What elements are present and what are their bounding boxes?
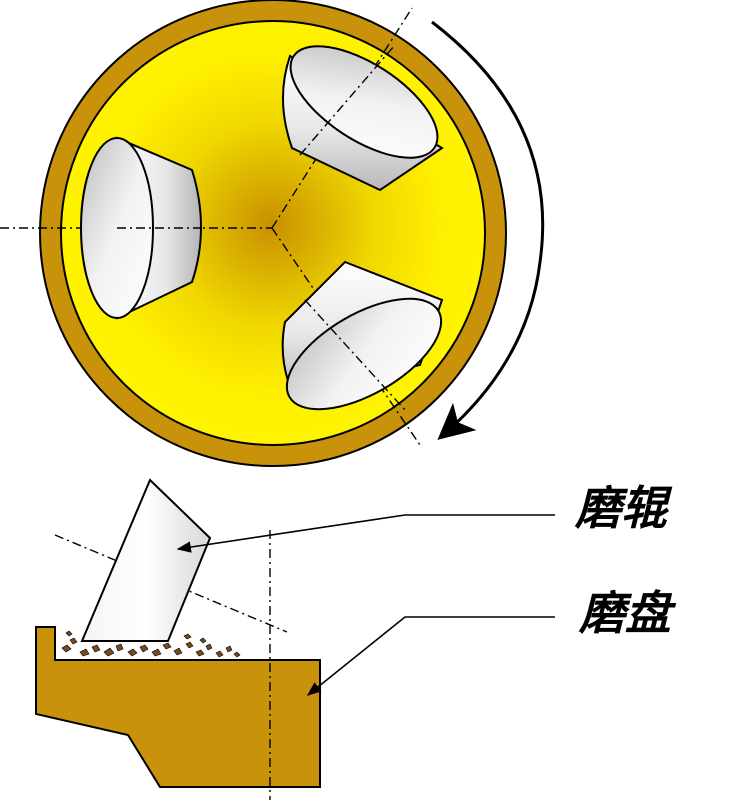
side-center-lines	[54, 530, 288, 800]
clockwise-rotation-arrow-icon	[431, 20, 545, 440]
side-view	[35, 478, 321, 800]
leader-arrow-icon	[306, 616, 555, 696]
callouts	[176, 514, 555, 696]
roller-lower-right	[281, 260, 444, 411]
top-view	[0, 0, 545, 467]
roller-side	[80, 478, 212, 642]
material-grains	[61, 630, 241, 658]
roller-left	[80, 136, 202, 320]
leader-arrow-icon	[176, 514, 555, 553]
roller-upper-right	[282, 44, 444, 192]
label-disc: 磨盘	[579, 586, 671, 640]
disc-cross-section	[35, 626, 321, 788]
label-roller: 磨辊	[575, 481, 667, 535]
